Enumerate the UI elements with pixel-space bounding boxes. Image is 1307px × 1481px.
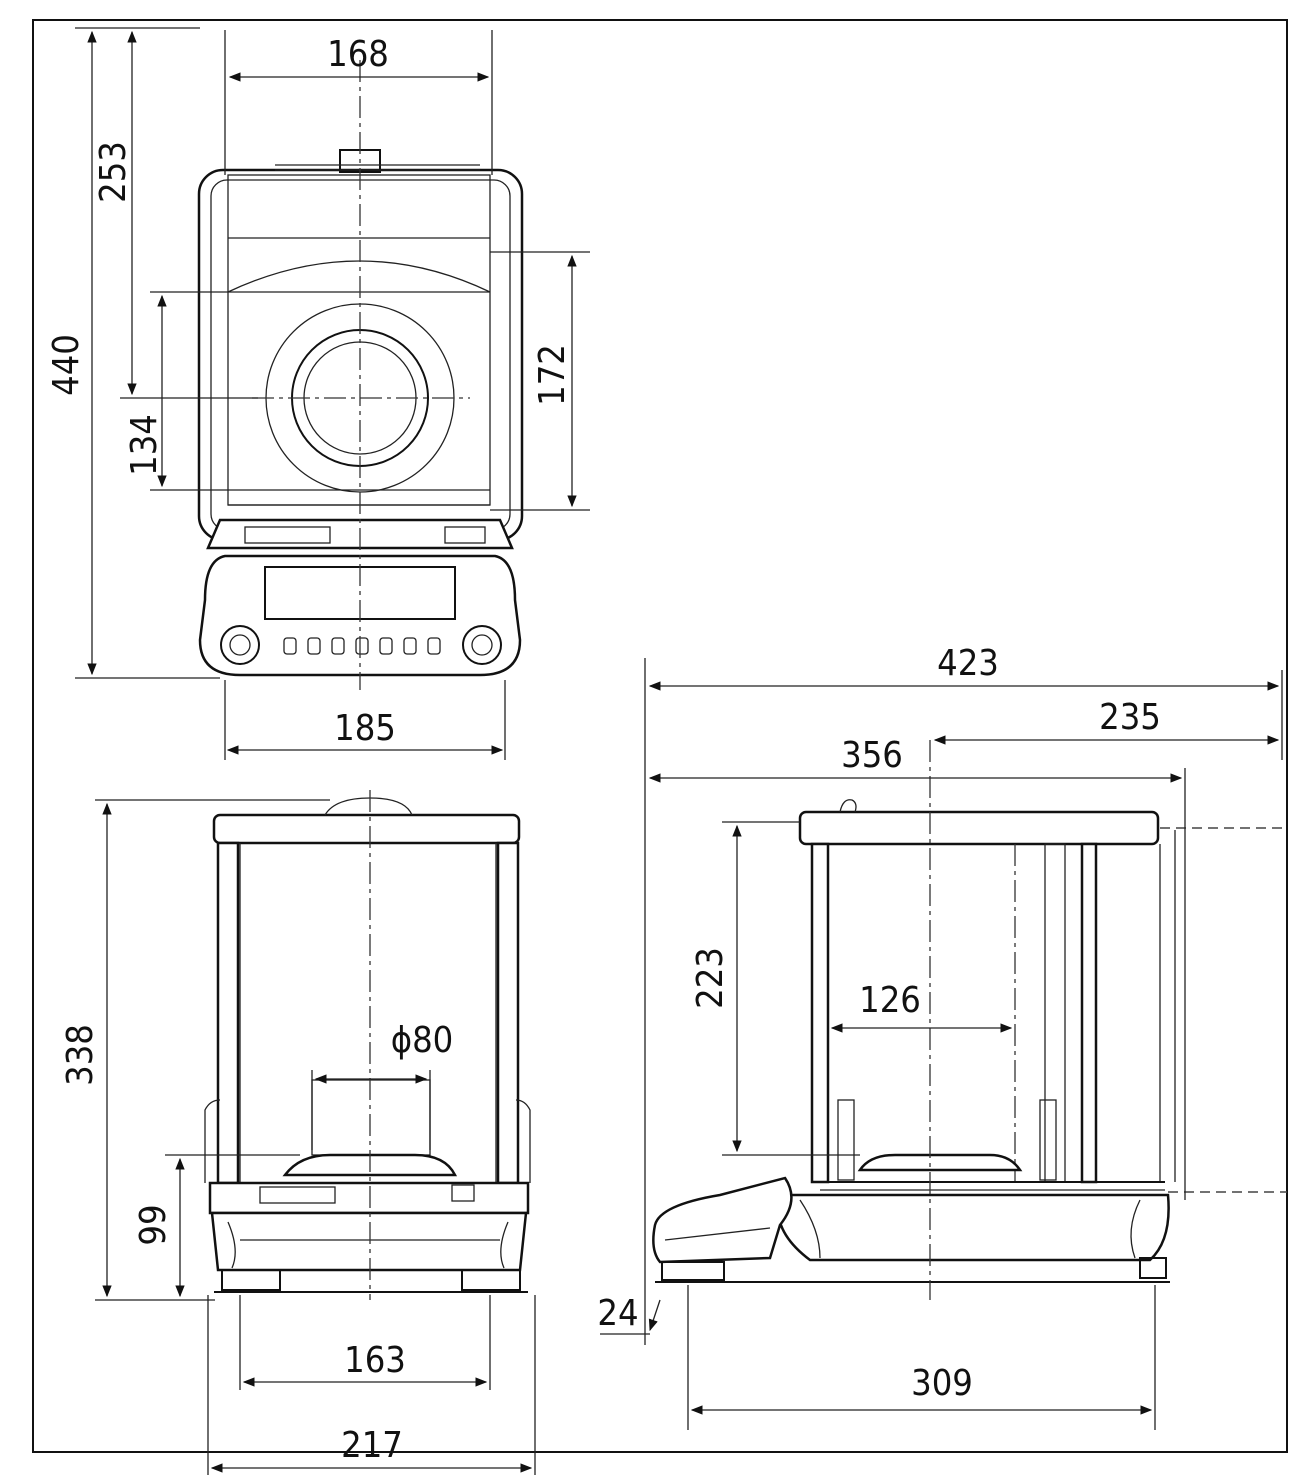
dim-172: 172: [532, 344, 573, 406]
dim-134: 134: [124, 414, 165, 476]
dim-126: 126: [859, 980, 921, 1021]
dim-235: 235: [1099, 697, 1161, 738]
dim-phi-80: ϕ80: [391, 1020, 454, 1061]
dim-99: 99: [133, 1204, 174, 1245]
side-view: 423 235 356 223 126 24 309: [597, 643, 1287, 1430]
dim-223: 223: [690, 947, 731, 1009]
rear-view: 338 99 ϕ80 163 217: [60, 790, 536, 1475]
dim-309: 309: [911, 1363, 973, 1404]
dim-423: 423: [937, 643, 999, 684]
dim-163: 163: [344, 1340, 406, 1381]
dim-356: 356: [841, 735, 903, 776]
dim-24: 24: [597, 1293, 638, 1334]
dim-168: 168: [327, 34, 389, 75]
dim-185: 185: [334, 708, 396, 749]
drawing-frame: [32, 19, 1288, 1453]
dim-253: 253: [93, 141, 134, 203]
dim-440: 440: [46, 334, 87, 396]
front-view: 168 185 440 253 134 172: [46, 27, 590, 760]
dim-338: 338: [60, 1024, 101, 1086]
dim-217: 217: [341, 1425, 403, 1466]
